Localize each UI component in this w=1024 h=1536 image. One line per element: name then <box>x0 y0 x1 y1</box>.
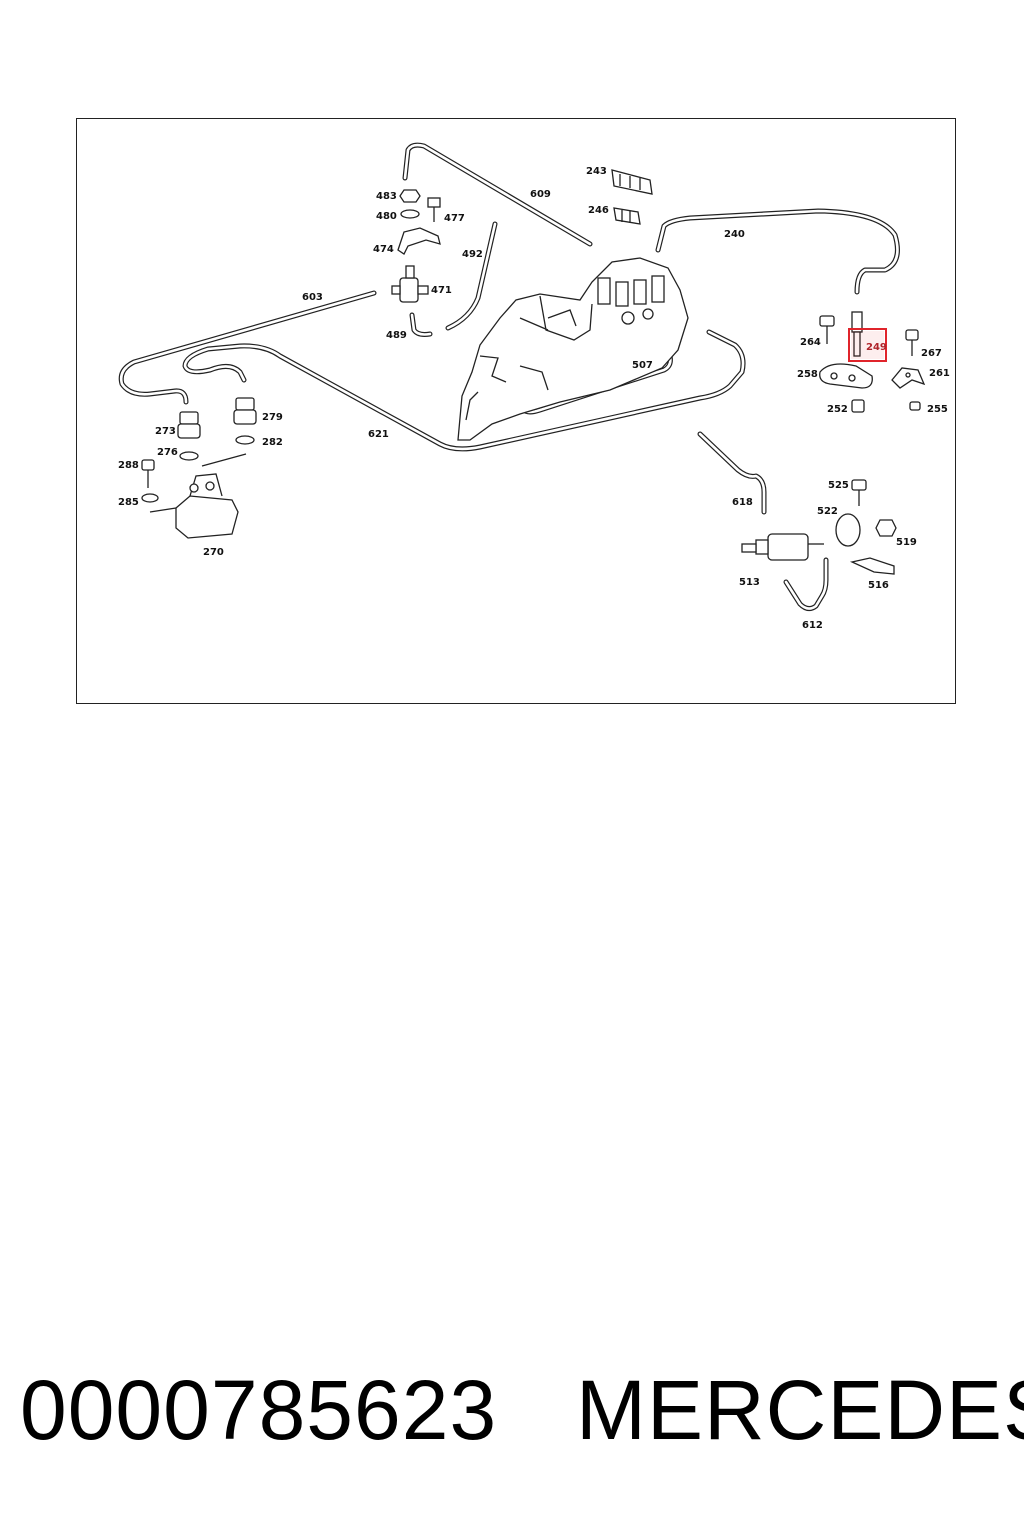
callout-label: 261 <box>929 368 950 379</box>
callout-label: 516 <box>868 580 889 591</box>
callout-label: 243 <box>586 166 607 177</box>
callout-label: 483 <box>376 191 397 202</box>
fuel-lines <box>118 142 900 612</box>
callout-label: 258 <box>797 369 818 380</box>
callout-label: 525 <box>828 480 849 491</box>
callout-label: 507 <box>632 360 653 371</box>
callout-label: 489 <box>386 330 407 341</box>
callout-label: 264 <box>800 337 821 348</box>
callout-label: 252 <box>827 404 848 415</box>
highlighted-callout-label: 249 <box>866 342 887 353</box>
diagram-frame <box>76 118 956 704</box>
highlight-box <box>848 328 887 362</box>
callout-label: 621 <box>368 429 389 440</box>
callout-label: 267 <box>921 348 942 359</box>
callout-label: 618 <box>732 497 753 508</box>
callout-label: 285 <box>118 497 139 508</box>
part-number: 0000785623 <box>20 1363 498 1457</box>
callout-label: 603 <box>302 292 323 303</box>
callout-label: 240 <box>724 229 745 240</box>
callout-label: 522 <box>817 506 838 517</box>
callout-label: 519 <box>896 537 917 548</box>
parts-diagram: 243 246 609 240 483 480 477 474 492 471 … <box>118 142 950 631</box>
callout-label: 279 <box>262 412 283 423</box>
callout-label: 282 <box>262 437 283 448</box>
central-housing <box>457 257 689 441</box>
callout-label: 471 <box>431 285 452 296</box>
callout-label: 276 <box>157 447 178 458</box>
callout-label: 255 <box>927 404 948 415</box>
parts <box>141 169 926 575</box>
callout-label: 273 <box>155 426 176 437</box>
callout-label: 246 <box>588 205 609 216</box>
callout-label: 270 <box>203 547 224 558</box>
callout-label: 612 <box>802 620 823 631</box>
callout-label: 609 <box>530 189 551 200</box>
callout-labels: 243 246 609 240 483 480 477 474 492 471 … <box>118 166 950 631</box>
callout-label: 492 <box>462 249 483 260</box>
callout-label: 513 <box>739 577 760 588</box>
brand-name: MERCEDES <box>576 1363 1024 1457</box>
callout-label: 288 <box>118 460 139 471</box>
callout-label: 480 <box>376 211 397 222</box>
callout-label: 474 <box>373 244 394 255</box>
callout-label: 477 <box>444 213 465 224</box>
